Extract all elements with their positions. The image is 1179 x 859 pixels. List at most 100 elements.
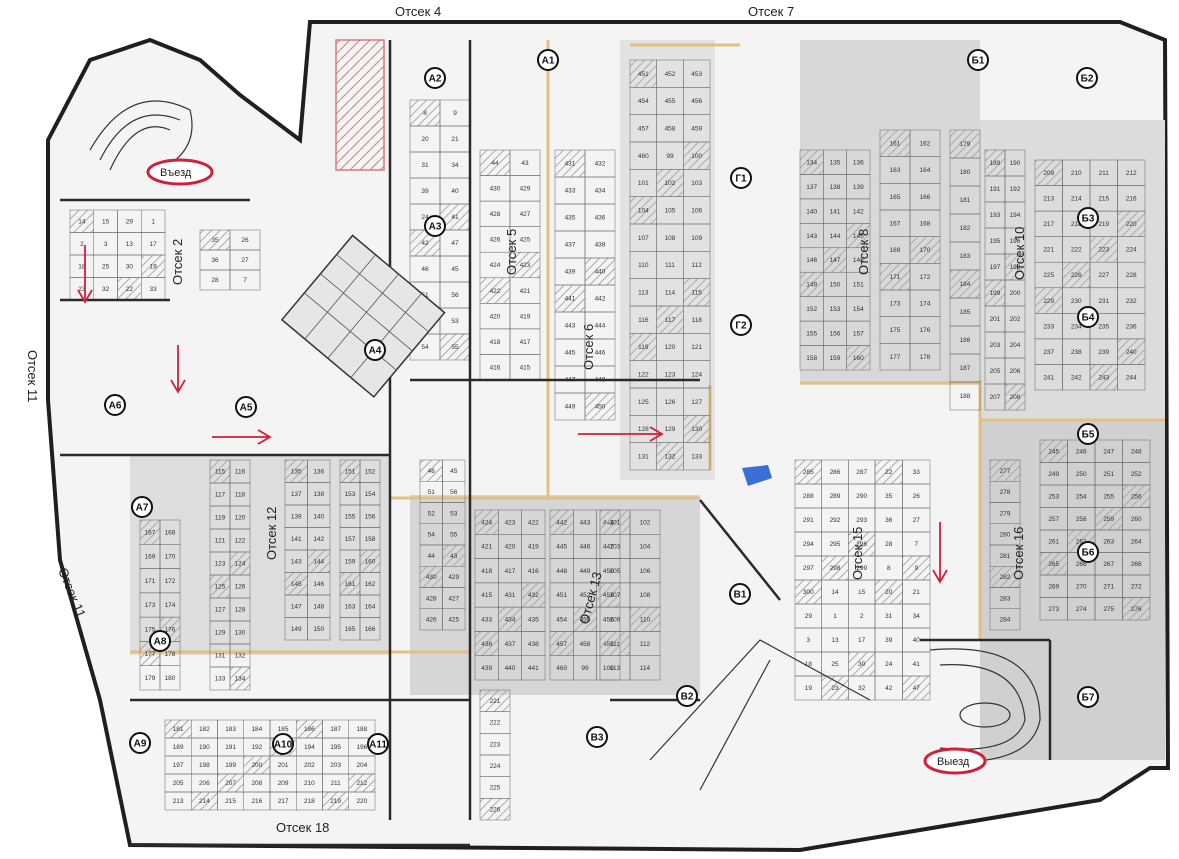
spot-number: 216 [251,798,262,805]
spot-number: 170 [165,554,176,561]
spot-number: 242 [1071,374,1082,381]
spot-number: 286 [830,469,841,476]
spot-number: 289 [830,493,841,500]
spot-number: 103 [610,544,621,551]
spot-number: 450 [595,404,606,411]
spot-number: 434 [505,616,516,623]
spot-number: 55 [451,344,459,351]
spot-number: 294 [803,541,814,548]
spot-number: 415 [481,592,492,599]
spot-number: 455 [580,616,591,623]
hatched-zone [335,39,385,171]
spot-number: 123 [215,561,226,568]
spot-number: 52 [428,510,436,517]
spot-number: 135 [830,159,841,166]
spot-number: 268 [1131,561,1142,568]
parking-stall [1034,159,1063,186]
spot-number: 453 [603,592,614,599]
spot-number: 28 [885,541,893,548]
spot-number: 3 [807,637,811,644]
spot-number: 415 [520,364,531,371]
spot-number: 446 [595,350,606,357]
ramps [89,100,1041,791]
spot-number: 129 [665,426,676,433]
spot-number: 236 [1126,323,1137,330]
spot-number: 40 [451,188,459,195]
spot-number: 106 [691,208,702,215]
spot-number: 460 [638,153,649,160]
parking-stall [521,655,546,681]
spot-number: 240 [1126,349,1137,356]
spot-number: 222 [1071,247,1082,254]
spot-number: 416 [490,364,501,371]
spot-number: 230 [1071,298,1082,305]
parking-stall [909,343,941,371]
spot-number: 128 [638,426,649,433]
spot-number: 265 [1048,561,1059,568]
spot-number: 212 [356,780,367,787]
spot-number: 429 [448,574,459,581]
spot-number: 451 [638,71,649,78]
spot-number: 193 [990,212,1001,219]
spot-number: 13 [831,637,839,644]
spot-number: 211 [1099,170,1110,177]
spot-number: 418 [490,339,501,346]
spot-number: 106 [640,568,651,575]
spot-number: 150 [313,626,324,633]
spot-number: 198 [1010,264,1021,271]
spot-number: 422 [490,288,501,295]
spot-number: 232 [1126,298,1137,305]
spot-number: 440 [505,665,516,672]
spot-number: 244 [1126,374,1137,381]
spot-number: 261 [1048,538,1059,545]
spot-number: 151 [853,282,864,289]
stairwell-Б7: Б7 [1077,686,1099,708]
stairwell-А7: А7 [131,496,153,518]
spot-number: 102 [640,519,651,526]
spot-number: 18 [805,661,813,668]
stairwell-А5: А5 [235,396,257,418]
spot-number: 213 [173,798,184,805]
spot-number: 221 [1043,247,1054,254]
direction-arrows [77,245,948,584]
spot-number: 175 [890,327,901,334]
spot-number: 426 [426,617,437,624]
spot-number: 39 [885,637,893,644]
spot-number: 441 [528,665,539,672]
spot-number: 125 [638,399,649,406]
spot-number: 159 [345,558,356,565]
spot-number: 134 [806,159,817,166]
spot-number: 183 [960,253,971,260]
spot-number: 100 [691,153,702,160]
spot-number: 438 [528,641,539,648]
parking-stall [656,442,684,471]
spot-number: 283 [1000,595,1011,602]
spot-number: 215 [1098,196,1109,203]
spot-number: 233 [1043,323,1054,330]
spot-number: 135 [291,468,302,475]
spot-number: 241 [1043,374,1054,381]
spot-number: 187 [330,726,341,733]
stairwell-label: В3 [591,733,604,744]
spot-number: 22 [126,286,134,293]
parking-stall [479,149,511,176]
spot-number: 36 [885,517,893,524]
spot-number: 119 [638,344,649,351]
spot-number: 99 [581,665,589,672]
spot-number: 218 [304,798,315,805]
spot-number: 173 [890,301,901,308]
spot-number: 237 [1043,349,1054,356]
spot-number: 25 [831,661,839,668]
spot-number: 149 [291,626,302,633]
stairwell-label: А7 [136,503,149,514]
spot-number: 39 [421,188,429,195]
spot-number: 136 [313,468,324,475]
spot-number: 223 [490,741,501,748]
spot-number: 257 [1048,516,1059,523]
spot-number: 454 [638,98,649,105]
spot-number: 13 [126,241,134,248]
spot-number: 214 [199,798,210,805]
spot-number: 120 [665,344,676,351]
spot-number: 157 [345,536,356,543]
spot-number: 124 [691,372,702,379]
